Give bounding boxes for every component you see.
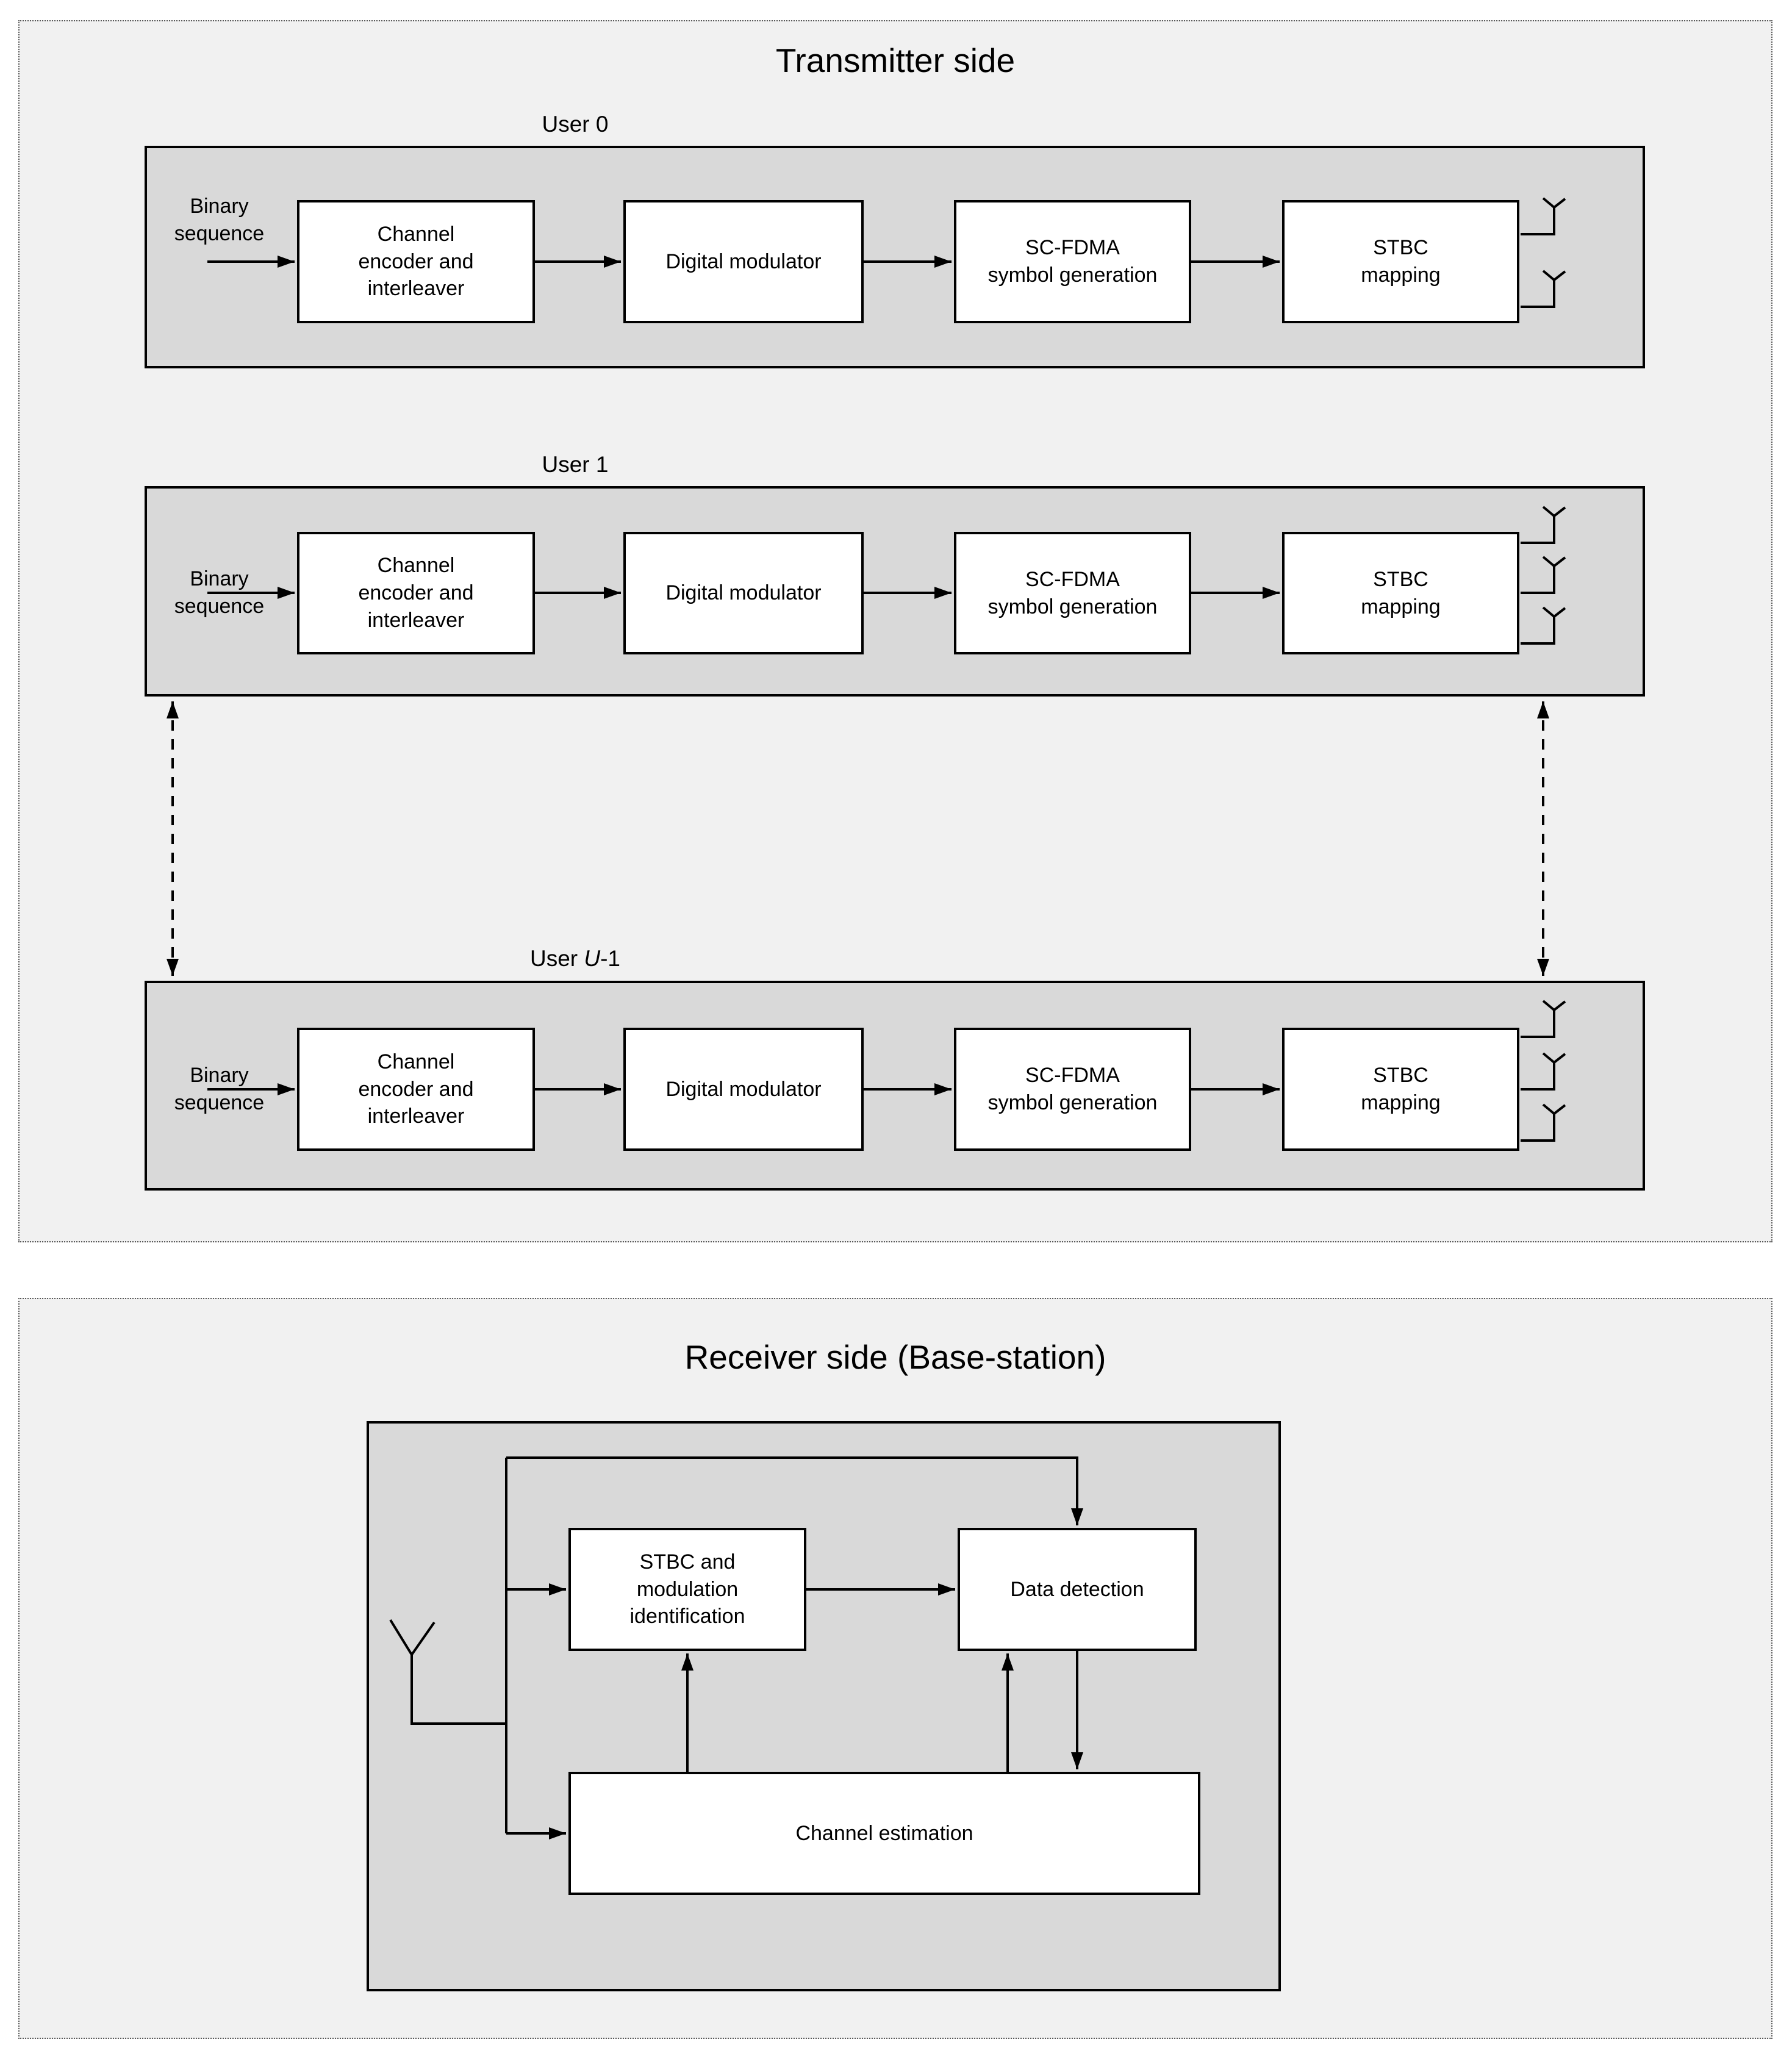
user-row-label-1: User 1 (542, 452, 609, 477)
block-digital-modulator: Digital modulator (623, 1028, 864, 1151)
block-stbc-mapping: STBC mapping (1282, 532, 1519, 654)
block-channel-encoder: Channel encoder and interleaver (297, 532, 535, 654)
block-channel-encoder: Channel encoder and interleaver (297, 200, 535, 323)
block-channel-encoder: Channel encoder and interleaver (297, 1028, 535, 1151)
receiver-title: Receiver side (Base-station) (684, 1338, 1106, 1376)
user-row-label-2: User U-1 (529, 946, 621, 971)
block-stbc-mapping: STBC mapping (1282, 200, 1519, 323)
binary-sequence-label: Binary sequence (174, 567, 265, 618)
transmitter-title: Transmitter side (775, 41, 1016, 79)
block-scfdma-symbol-generation: SC-FDMA symbol generation (954, 200, 1191, 323)
block-scfdma-symbol-generation: SC-FDMA symbol generation (954, 532, 1191, 654)
block-stbc-modulation-identification: STBC and modulation identification (568, 1528, 806, 1651)
block-digital-modulator: Digital modulator (623, 532, 864, 654)
binary-sequence-label: Binary sequence (174, 195, 265, 245)
block-channel-estimation: Channel estimation (568, 1772, 1200, 1895)
block-data-detection: Data detection (958, 1528, 1197, 1651)
receiver-inner-box (367, 1421, 1281, 1991)
block-stbc-mapping: STBC mapping (1282, 1028, 1519, 1151)
block-digital-modulator: Digital modulator (623, 200, 864, 323)
user-row-label-0: User 0 (542, 112, 609, 137)
block-scfdma-symbol-generation: SC-FDMA symbol generation (954, 1028, 1191, 1151)
binary-sequence-label: Binary sequence (174, 1064, 265, 1114)
